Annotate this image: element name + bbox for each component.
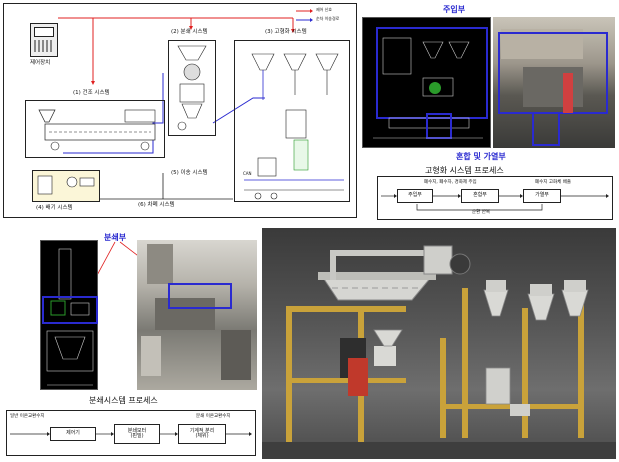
sys6-label: (6) 차폐 시스템: [138, 202, 175, 208]
system-3d-render: [262, 228, 616, 459]
crush-box-controller: 제어기: [50, 427, 96, 441]
crush-left-note: 일반 이온교환수지: [10, 414, 45, 419]
crushing-photo: [137, 240, 257, 390]
crush-flow-arrows: [10, 432, 252, 436]
crush-right-note: 분쇄 이온교환수지: [196, 414, 231, 419]
sys5-label: (5) 이송 시스템: [171, 170, 208, 176]
legend-transfer-path: 순차 이송경로: [316, 16, 340, 21]
control-device-icon: [30, 23, 58, 57]
inject-part-label: 주입부: [443, 5, 466, 14]
crush-process-title: 분쇄시스템 프로세스: [89, 396, 158, 405]
solid-box-heat: 가열부: [523, 189, 561, 203]
solid-box-inject: 주입부: [397, 189, 433, 203]
solidification-equipment: [244, 53, 344, 200]
sys2-label: (2) 분쇄 시스템: [171, 29, 208, 35]
solid-right-note: 폐수지 고화체 배출: [535, 180, 571, 185]
sys4-label: (4) 배기 시스템: [36, 205, 73, 211]
solidification-photo: [493, 17, 615, 148]
solid-process-title: 고형화 시스템 프로세스: [425, 166, 504, 175]
solidification-photo-overlay: [498, 29, 608, 146]
crush-box-motor: 분쇄모터 (핀밀): [114, 424, 160, 444]
solidification-system-box: [234, 40, 350, 202]
crush-box-separation: 기계적 분리 (체위): [178, 424, 226, 444]
crushing-cad-drawing: [42, 248, 98, 386]
sys1-label: (1) 건조 시스템: [73, 90, 110, 96]
mix-heat-label: 혼합 및 가열부: [456, 152, 506, 161]
drying-system-box: [25, 100, 165, 158]
legend-control-signal: 제어 신호: [316, 7, 332, 12]
exhaust-equipment: [37, 175, 95, 195]
crushing-equipment: [177, 45, 207, 131]
system-3d-render-drawing: [262, 245, 616, 459]
crush-part-label: 분쇄부: [104, 233, 127, 242]
legend-arrows: [296, 9, 313, 22]
solidification-cad-image: [362, 17, 491, 148]
crushing-system-box: [168, 40, 216, 136]
crushing-cad-image: [40, 240, 98, 390]
drying-equipment: [38, 109, 156, 151]
control-device-label: 제어장치: [30, 60, 51, 66]
can-label: CAN: [243, 171, 252, 176]
crushing-photo-overlay: [141, 244, 251, 380]
solid-flow-note: 폐수지, 폐수자, 경화제 주입: [424, 180, 477, 185]
solid-loop-label: 순환 반복: [472, 210, 490, 215]
solid-flow-arrows: [381, 194, 609, 211]
solid-box-mix: 혼합부: [461, 189, 499, 203]
sys3-label: (3) 고형화 시스템: [265, 29, 307, 35]
solidification-cad-drawing: [373, 27, 488, 139]
